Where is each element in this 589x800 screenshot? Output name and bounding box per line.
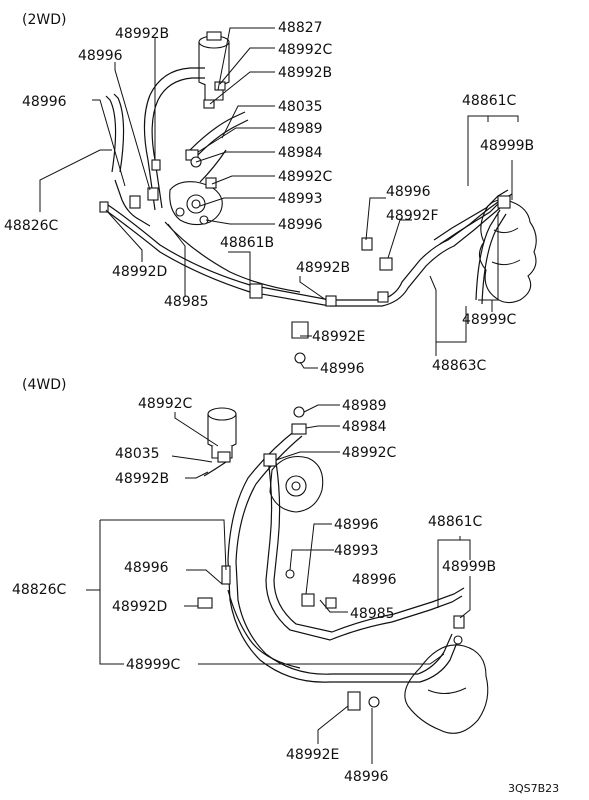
part-label: 48992D <box>112 599 167 615</box>
figure-code: 3QS7B23 <box>508 782 559 795</box>
part-label: 48992E <box>312 329 365 345</box>
part-label: 48861B <box>220 235 274 251</box>
part-label: 48992C <box>138 396 193 412</box>
part-label: 48984 <box>278 145 323 161</box>
part-label: 48992D <box>112 264 167 280</box>
section-title-4wd: (4WD) <box>22 377 66 393</box>
leaders-4wd <box>86 404 471 764</box>
part-label: 48992B <box>115 26 169 42</box>
part-label: 48985 <box>350 606 395 622</box>
part-label: 48999B <box>442 559 496 575</box>
labels-4wd: 48992C 48989 48984 48035 48992C 48992B 4… <box>12 396 496 785</box>
part-label: 48984 <box>342 419 387 435</box>
reservoir-4wd <box>207 407 237 459</box>
part-label: 48861C <box>462 93 517 109</box>
gearbox-4wd <box>404 644 489 734</box>
part-label: 48827 <box>278 20 323 36</box>
part-label: 48863C <box>432 358 487 374</box>
part-label: 48826C <box>4 218 59 234</box>
part-label: 48861C <box>428 514 483 530</box>
part-label: 48996 <box>352 572 397 588</box>
part-label: 48992F <box>386 208 439 224</box>
part-label: 48992B <box>115 471 169 487</box>
part-label: 48999C <box>126 657 181 673</box>
part-label: 48996 <box>344 769 389 785</box>
hoses-2wd <box>105 67 513 307</box>
part-label: 48992C <box>342 445 397 461</box>
part-label: 48989 <box>342 398 387 414</box>
part-label: 48993 <box>334 543 379 559</box>
part-label: 48999B <box>480 138 534 154</box>
part-label: 48996 <box>124 560 169 576</box>
pump-4wd <box>269 455 324 513</box>
section-4wd: (4WD) <box>12 377 496 785</box>
part-label: 48996 <box>278 217 323 233</box>
part-label: 48996 <box>78 48 123 64</box>
part-label: 48035 <box>278 99 323 115</box>
part-label: 48992E <box>286 747 339 763</box>
part-label: 48985 <box>164 294 209 310</box>
part-label: 48035 <box>115 446 160 462</box>
part-label: 48993 <box>278 191 323 207</box>
part-label: 48992C <box>278 169 333 185</box>
part-label: 48826C <box>12 582 67 598</box>
section-2wd: (2WD) <box>4 12 537 377</box>
part-label: 48996 <box>22 94 67 110</box>
labels-2wd: 48992B 48827 48996 48992C 48992B 48996 4… <box>4 20 534 377</box>
part-label: 48992C <box>278 42 333 58</box>
part-label: 48989 <box>278 121 323 137</box>
gearbox-2wd <box>478 199 537 304</box>
hoses-4wd <box>203 429 465 683</box>
part-label: 48996 <box>320 361 365 377</box>
part-label: 48996 <box>386 184 431 200</box>
clips-4wd <box>197 406 465 711</box>
part-label: 48992B <box>278 65 332 81</box>
section-title-2wd: (2WD) <box>22 12 66 28</box>
part-label: 48992B <box>296 260 350 276</box>
part-label: 48999C <box>462 312 517 328</box>
part-label: 48996 <box>334 517 379 533</box>
leaders-2wd <box>39 27 519 369</box>
